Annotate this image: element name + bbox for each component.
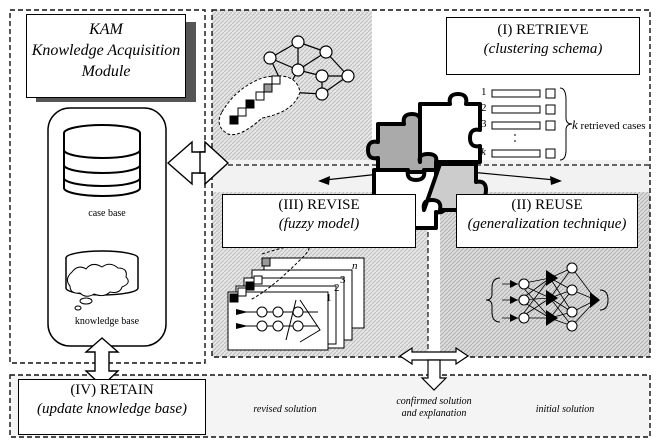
knowledge-base-label: knowledge base xyxy=(74,316,140,327)
initial-solution-label: initial solution xyxy=(535,404,595,415)
kam-title-box: KAM Knowledge Acquisition Module xyxy=(26,14,186,98)
revise-card-label-1: 1 xyxy=(326,292,332,304)
k-symbol: k xyxy=(572,117,578,132)
revise-card-label-n: n xyxy=(352,260,358,272)
kam-container xyxy=(9,9,206,364)
retrieve-box: (I) RETRIEVE (clustering schema) xyxy=(446,17,640,75)
reuse-box: (II) REUSE (generalization technique) xyxy=(456,194,638,248)
database-icon xyxy=(63,124,141,197)
revise-card-label-3: 3 xyxy=(340,274,346,286)
case-base-label: case base xyxy=(88,208,126,219)
confirmed-line1: confirmed solution xyxy=(396,396,472,407)
kam-acronym: KAM xyxy=(89,21,123,38)
kam-name-line2: Module xyxy=(81,63,131,80)
confirmed-solution-label: confirmed solution and explanation xyxy=(374,396,494,420)
revise-subtitle: (fuzzy model) xyxy=(278,216,360,232)
revise-box: (III) REVISE (fuzzy model) xyxy=(222,194,416,248)
confirmed-arrow xyxy=(398,346,470,391)
confirmed-line2: and explanation xyxy=(401,408,467,419)
revised-solution-label: revised solution xyxy=(253,404,317,415)
retrieved-cases-text: retrieved cases xyxy=(580,120,646,132)
reuse-subtitle: (generalization technique) xyxy=(467,216,627,232)
kam-exchange-arrow xyxy=(166,140,230,186)
retain-box: (IV) RETAIN (update knowledge base) xyxy=(18,379,206,435)
retain-subtitle: (update knowledge base) xyxy=(37,401,187,417)
revise-card-label-2: 2 xyxy=(334,282,340,294)
retrieved-index-2: 2 xyxy=(481,102,487,114)
revise-title: (III) REVISE xyxy=(278,197,360,213)
retrieved-cases-label: k retrieved cases xyxy=(572,117,646,133)
retain-container xyxy=(9,374,651,438)
retrieved-index-3: 3 xyxy=(481,118,487,130)
retrieve-subtitle: (clustering schema) xyxy=(483,41,603,57)
retrieved-cases-list xyxy=(491,87,573,161)
retrieved-index-k: k xyxy=(481,146,486,158)
reuse-title: (II) REUSE xyxy=(511,197,583,213)
knowledge-cloud-icon xyxy=(65,250,139,311)
retain-title: (IV) RETAIN xyxy=(70,382,154,398)
retrieved-index-1: 1 xyxy=(481,86,487,98)
retrieve-title: (I) RETRIEVE xyxy=(497,22,589,38)
kam-name-line1: Knowledge Acquisition xyxy=(31,42,181,59)
